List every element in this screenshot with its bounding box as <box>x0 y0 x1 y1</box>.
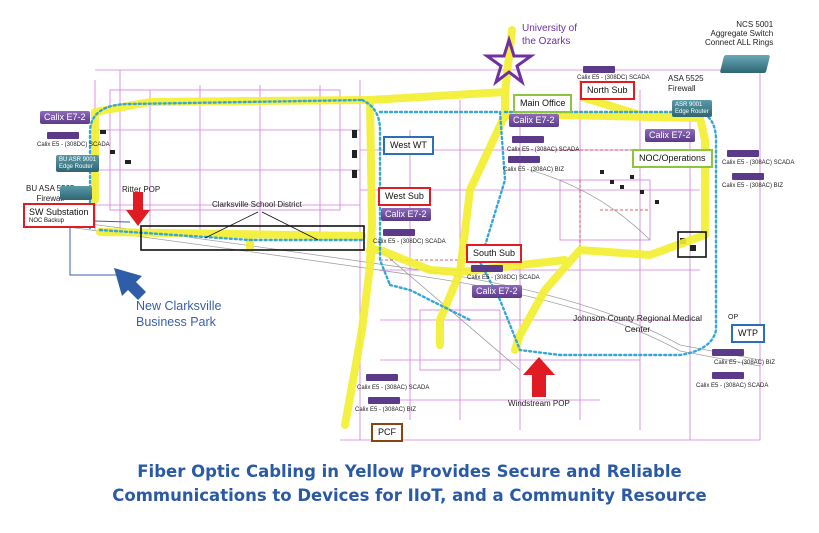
windstream-pop-arrow-icon <box>523 357 555 397</box>
hospital-box <box>677 231 707 258</box>
op-label: OP <box>728 314 739 321</box>
e5-device-icon <box>47 132 79 139</box>
e5-west-scada-label: Calix E5 - (308DC) SCADA <box>37 142 110 148</box>
university-label: University of the Ozarks <box>522 23 578 47</box>
e5-north-scada-label: Calix E5 - (308DC) SCADA <box>577 75 650 81</box>
noc-operations-box: NOC/Operations <box>632 149 713 168</box>
caption-line-1: Fiber Optic Cabling in Yellow Provides S… <box>137 462 682 481</box>
street-grid <box>94 69 761 441</box>
e5-westsub-scada-label: Calix E5 - (308DC) SCADA <box>373 239 446 245</box>
e5-device-icon <box>471 265 503 272</box>
wtp-box: WTP <box>731 324 765 343</box>
ritter-pop-arrow-icon <box>126 192 150 226</box>
ritter-pop-label: Ritter POP <box>122 185 161 194</box>
calix-e72-noc-device: Calix E7-2 <box>645 129 695 142</box>
sw-substation-label: SW Substation <box>29 207 89 217</box>
sw-substation-box: SW Substation NOC Backup <box>23 203 95 228</box>
calix-e72-westsub-device: Calix E7-2 <box>381 208 431 221</box>
asr-edge-router-icon: ASR 9001 Edge Router <box>672 100 712 118</box>
e5-pcf-scada-label: Calix E5 - (308AC) SCADA <box>357 385 430 391</box>
school-district-box <box>140 225 365 251</box>
e5-device-icon <box>383 229 415 236</box>
pcf-box: PCF <box>371 423 403 442</box>
e5-device-icon <box>712 349 744 356</box>
red-street-lines <box>380 149 650 261</box>
ncs-switch-icon <box>719 55 771 73</box>
e5-device-icon <box>366 374 398 381</box>
e5-device-icon <box>583 66 615 73</box>
caption-line-2: Communications to Devices for IIoT, and … <box>112 486 707 505</box>
calix-e72-south-device: Calix E7-2 <box>472 285 522 298</box>
fiber-network-map <box>59 26 761 441</box>
e5-pcf-biz-label: Calix E5 - (308AC) BIZ <box>355 407 417 413</box>
bu-asa-firewall-icon <box>60 186 92 200</box>
e5-device-icon <box>732 173 764 180</box>
e5-noc-scada-label: Calix E5 - (308AC) SCADA <box>722 160 795 166</box>
main-office-box: Main Office <box>513 94 573 113</box>
west-sub-box: West Sub <box>378 187 431 206</box>
e5-main-biz-label: Calix E5 - (308AC) BIZ <box>503 167 565 173</box>
school-pointer-right <box>261 211 319 241</box>
calix-e72-west-device: Calix E7-2 <box>40 111 90 124</box>
south-sub-box: South Sub <box>466 244 523 263</box>
university-star-icon <box>482 34 536 87</box>
noc-backup-label: NOC Backup <box>29 218 65 224</box>
e5-device-icon <box>368 397 400 404</box>
e5-device-icon <box>712 372 744 379</box>
calix-e72-main-device: Calix E7-2 <box>509 114 559 127</box>
e5-device-icon <box>727 150 759 157</box>
west-wt-box: West WT <box>383 136 434 155</box>
north-sub-box: North Sub <box>580 81 635 100</box>
school-pointer-left <box>204 211 259 239</box>
school-district-label: Clarksville School District <box>212 200 302 209</box>
business-park-arrow-icon <box>114 268 146 300</box>
bu-asr-router-icon: BU ASR 9001 Edge Router <box>56 155 100 173</box>
e5-main-scada-label: Calix E5 - (308AC) SCADA <box>507 147 580 153</box>
windstream-pop-label: Windstream POP <box>508 399 570 408</box>
e5-noc-biz-label: Calix E5 - (308AC) BIZ <box>722 183 784 189</box>
e5-device-icon <box>512 136 544 143</box>
ncs-switch-label: NCS 5001 Aggregate Switch Connect ALL Ri… <box>705 20 774 47</box>
figure-caption: Fiber Optic Cabling in Yellow Provides S… <box>0 460 819 508</box>
asa-firewall-label: ASA 5525 Firewall <box>668 74 704 93</box>
hospital-label: Johnson County Regional Medical Center <box>573 313 702 334</box>
e5-wtp-scada-label: Calix E5 - (308AC) SCADA <box>696 383 769 389</box>
e5-south-scada-label: Calix E5 - (308DC) SCADA <box>467 275 540 281</box>
business-park-label: New Clarksville Business Park <box>136 299 222 329</box>
e5-wtp-biz-label: Calix E5 - (308AC) BIZ <box>714 360 776 366</box>
e5-device-icon <box>508 156 540 163</box>
